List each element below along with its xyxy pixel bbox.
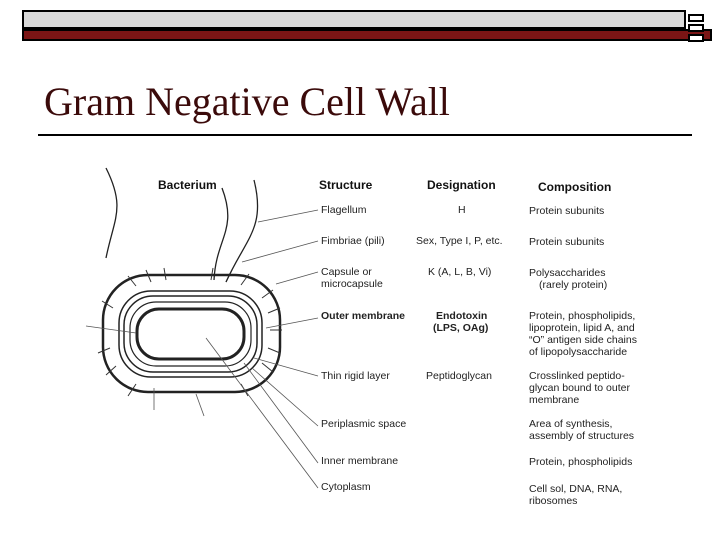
title-rule xyxy=(38,134,692,136)
composition-outer-membrane-line2: lipoprotein, lipid A, and xyxy=(529,322,635,334)
slide-title: Gram Negative Cell Wall xyxy=(44,79,450,124)
leader-lines xyxy=(85,209,319,489)
corner-square-bottom xyxy=(688,34,704,42)
structure-capsule-line1: Capsule or xyxy=(321,266,372,278)
composition-cytoplasm-line1: Cell sol, DNA, RNA, xyxy=(529,483,623,495)
composition-capsule-line2: (rarely protein) xyxy=(539,279,608,291)
composition-flagellum: Protein subunits xyxy=(529,205,605,217)
composition-fimbriae: Protein subunits xyxy=(529,236,605,248)
designation-outer-membrane-line1: Endotoxin xyxy=(436,310,488,322)
header-accent-bar xyxy=(22,29,712,41)
composition-inner-membrane: Protein, phospholipids xyxy=(529,456,633,468)
structure-thin-rigid-layer: Thin rigid layer xyxy=(321,370,390,382)
inner-membrane-outline xyxy=(135,307,246,361)
designation-thin-rigid-layer: Peptidoglycan xyxy=(426,370,492,382)
structure-flagellum: Flagellum xyxy=(321,204,367,216)
designation-fimbriae: Sex, Type I, P, etc. xyxy=(416,235,503,247)
designation-capsule: K (A, L, B, Vi) xyxy=(428,266,492,278)
composition-outer-membrane-line3: “O” antigen side chains xyxy=(529,334,637,346)
header-bacterium: Bacterium xyxy=(158,178,217,192)
composition-outer-membrane-line1: Protein, phospholipids, xyxy=(529,310,636,322)
structure-fimbriae: Fimbriae (pili) xyxy=(321,235,385,247)
composition-thin-rigid-layer-line2: glycan bound to outer xyxy=(529,382,630,394)
composition-cytoplasm-line2: ribosomes xyxy=(529,495,578,507)
header-composition: Composition xyxy=(538,180,612,194)
composition-periplasmic-space-line2: assembly of structures xyxy=(529,430,635,442)
header-structure: Structure xyxy=(319,178,373,192)
composition-capsule-line1: Polysaccharides xyxy=(529,267,606,279)
composition-thin-rigid-layer-line1: Crosslinked peptido- xyxy=(529,370,625,382)
corner-square-middle xyxy=(688,24,704,32)
header-bar xyxy=(22,10,686,29)
capsule-outline xyxy=(101,273,282,394)
composition-outer-membrane-line4: of lipopolysaccharide xyxy=(529,346,628,358)
outer-membrane-outline xyxy=(118,290,263,378)
composition-periplasmic-space-line1: Area of synthesis, xyxy=(529,418,613,430)
structure-cytoplasm: Cytoplasm xyxy=(321,481,371,493)
designation-outer-membrane-line2: (LPS, OAg) xyxy=(433,322,489,334)
peptidoglycan-outline xyxy=(129,301,252,367)
designation-flagellum: H xyxy=(458,204,466,216)
structure-periplasmic-space: Periplasmic space xyxy=(321,418,407,430)
corner-square-top xyxy=(688,14,704,22)
flagella-group xyxy=(105,167,259,283)
bacterium-diagram xyxy=(85,167,319,489)
structure-capsule-line2: microcapsule xyxy=(321,278,383,290)
header-designation: Designation xyxy=(427,178,496,192)
structure-inner-membrane: Inner membrane xyxy=(321,455,399,467)
structure-outer-membrane: Outer membrane xyxy=(321,310,406,322)
composition-thin-rigid-layer-line3: membrane xyxy=(529,394,580,406)
outer-membrane-inner-outline xyxy=(123,295,258,373)
cell-wall-figure: Bacterium Structure Designation Composit… xyxy=(66,158,650,516)
